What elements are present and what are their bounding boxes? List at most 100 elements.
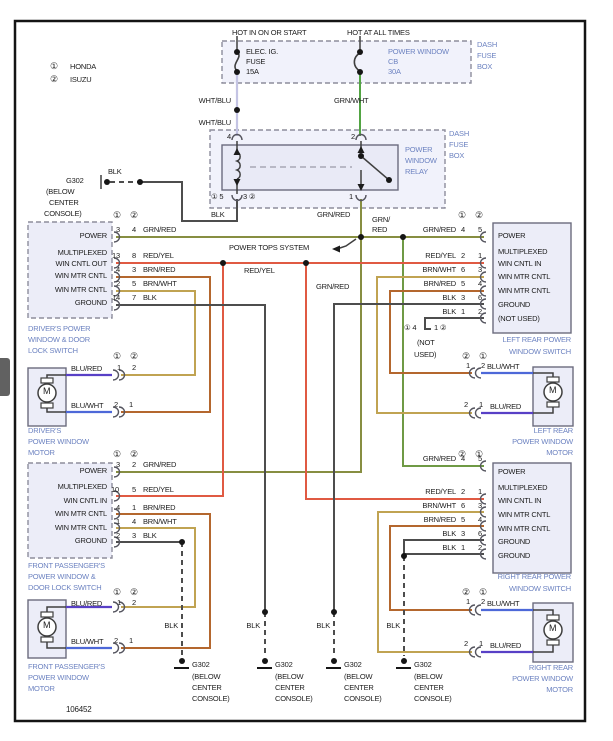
junction-dot [357, 49, 363, 55]
connector-icon [355, 133, 367, 141]
rrm-int-2 [533, 644, 554, 653]
lrm-int-2 [533, 406, 554, 414]
diagram-border [13, 19, 587, 723]
relay-coil-icon [234, 151, 241, 180]
rrm-int-1 [533, 609, 554, 616]
ground-icon [104, 179, 110, 185]
connector-icon [479, 298, 487, 310]
connector-icon [479, 506, 487, 518]
front-passenger-switch-box [27, 462, 113, 559]
connector-icon [118, 601, 126, 613]
wire-rrs-brn-wht [377, 511, 484, 653]
drivers-motor-symbol-brush-top [40, 377, 54, 384]
wire-fps-brn-wht [116, 527, 196, 608]
junction-dot [400, 234, 406, 240]
connector-icon [468, 646, 476, 658]
lrm-int-1 [533, 372, 554, 378]
connector-icon [479, 312, 487, 324]
wire-lrs-not-used [424, 317, 484, 330]
wire-fps-brn-red [116, 513, 211, 649]
wire-rrs-blk-2 [403, 553, 484, 556]
ground-icon [262, 658, 268, 664]
connector-icon [113, 466, 121, 478]
front-passenger-motor-symbol [37, 617, 57, 637]
junction-dot [303, 260, 309, 266]
connector-icon [468, 367, 476, 379]
page-edge-tab[interactable] [0, 358, 10, 396]
left-rear-switch-box [492, 222, 572, 334]
connector-icon [113, 299, 121, 311]
connector-icon [468, 604, 476, 616]
connector-icon [479, 231, 487, 243]
connector-icon [118, 642, 126, 654]
left-rear-motor-symbol-brush-bottom [546, 401, 560, 408]
junction-dot [234, 49, 240, 55]
connector-icon [479, 493, 487, 505]
connector-icon [479, 271, 487, 283]
right-rear-motor-symbol-brush-bottom [546, 639, 560, 646]
connector-icon [479, 534, 487, 546]
connector-icon [355, 194, 367, 202]
connector-icon [118, 406, 126, 418]
wire-rrs-brn-red [389, 525, 484, 611]
arrow-icon [233, 148, 241, 155]
junction-dot [220, 260, 226, 266]
junction-dot [234, 69, 240, 75]
connector-icon [231, 194, 243, 202]
ground-icon [179, 658, 185, 664]
junction-dot [331, 609, 337, 615]
drivers-motor-symbol-brush-bottom [40, 402, 54, 409]
connector-icon [112, 406, 120, 418]
connector-icon [113, 231, 121, 243]
front-passenger-motor-symbol-brush-top [40, 611, 54, 618]
ground-icon [331, 658, 337, 664]
connector-icon [479, 548, 487, 560]
connector-icon [113, 536, 121, 548]
wire-grn-red-rr [402, 237, 484, 467]
drivers-switch-box [27, 221, 113, 319]
connector-icon [112, 642, 120, 654]
connector-icon [113, 257, 121, 269]
dm-int-2 [46, 407, 66, 413]
connector-icon [113, 285, 121, 297]
arrow-icon [332, 245, 340, 253]
wire-lrs-brn-red [389, 290, 484, 374]
junction-dot [179, 539, 185, 545]
right-rear-motor-symbol [543, 620, 563, 640]
left-rear-motor-symbol-brush-top [546, 376, 560, 383]
connector-icon [474, 407, 482, 419]
connector-icon [479, 520, 487, 532]
wire-red-yel-rr [305, 263, 484, 500]
fpm-int-2 [46, 641, 66, 649]
wire-rrs-blk-1 [403, 539, 484, 556]
wire-lrs-blk [333, 303, 484, 612]
connector-icon [113, 508, 121, 520]
connector-icon [231, 133, 243, 141]
drivers-motor-symbol [37, 383, 57, 403]
connector-icon [479, 257, 487, 269]
left-rear-motor-symbol [543, 382, 563, 402]
right-rear-switch-box [492, 462, 572, 574]
junction-dot [357, 69, 363, 75]
right-rear-motor-symbol-brush-top [546, 614, 560, 621]
wire-lrs-brn-wht [376, 276, 484, 414]
junction-dot [358, 234, 364, 240]
connector-icon [474, 367, 482, 379]
junction-dot [262, 609, 268, 615]
dash-fuse-box-top [221, 40, 472, 84]
junction-dot [234, 107, 240, 113]
connector-icon [118, 369, 126, 381]
junction-dot [358, 153, 364, 159]
relay-blade [360, 155, 390, 181]
connector-icon [468, 407, 476, 419]
fpm-int-1 [46, 606, 66, 613]
connector-icon [113, 522, 121, 534]
connector-icon [474, 646, 482, 658]
wire-ds-blk [116, 304, 266, 612]
connector-icon [113, 271, 121, 283]
connector-icon [479, 285, 487, 297]
arrow-icon [357, 146, 365, 153]
connector-icon [112, 369, 120, 381]
